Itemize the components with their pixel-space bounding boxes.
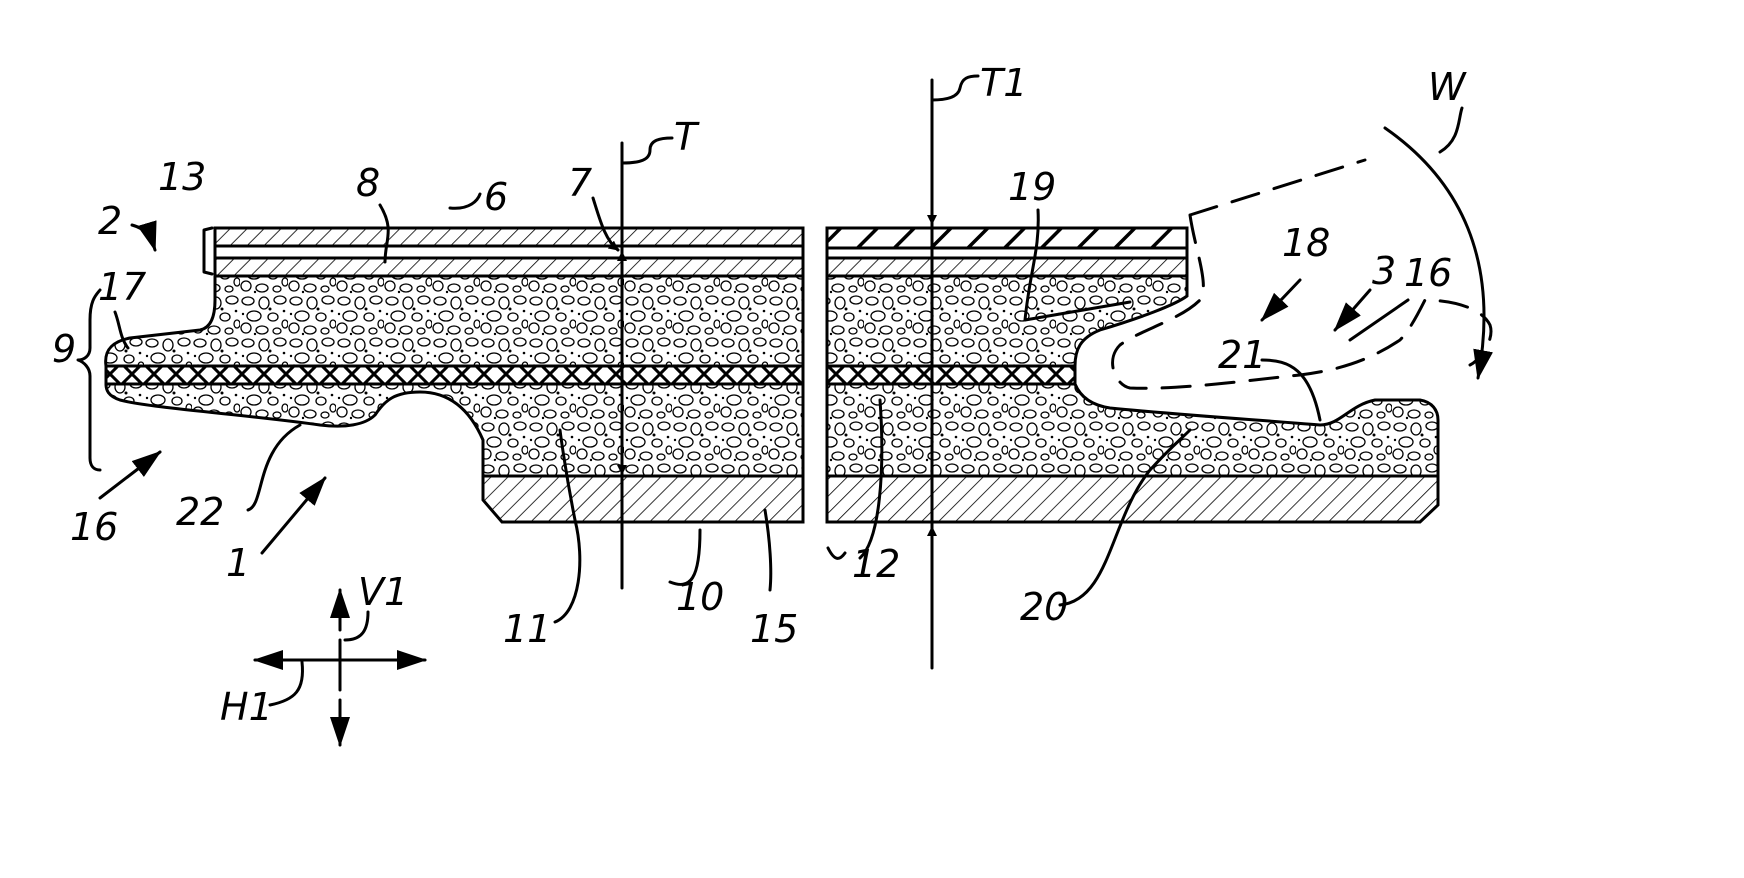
- layer-8-left: [215, 258, 803, 276]
- label-W: W: [1428, 65, 1467, 109]
- label-10: 10: [676, 575, 724, 619]
- label-8: 8: [356, 161, 380, 205]
- top-layer-bold-right: [827, 228, 1187, 248]
- core-lower-left: [106, 384, 803, 476]
- label-22: 22: [176, 490, 224, 534]
- label-7: 7: [568, 161, 592, 205]
- layer-8-right: [827, 258, 1187, 276]
- w-leader: [1440, 108, 1462, 152]
- label-15: 15: [750, 607, 798, 651]
- label-17: 17: [98, 265, 146, 309]
- backing-layer-10-left: [483, 476, 803, 522]
- label-16-left: 16: [70, 505, 118, 549]
- label-H1: H1: [220, 685, 273, 729]
- label-T1: T1: [980, 61, 1027, 105]
- core-upper-left: [106, 276, 803, 366]
- label-21: 21: [1218, 333, 1266, 377]
- label-6: 6: [484, 175, 508, 219]
- label-12: 12: [852, 542, 900, 586]
- top-layer-6-left: [215, 228, 803, 246]
- label-T: T: [674, 115, 700, 159]
- label-11: 11: [503, 607, 551, 651]
- right-panel: [827, 160, 1491, 522]
- label-18: 18: [1282, 221, 1330, 265]
- label-20: 20: [1020, 585, 1068, 629]
- mesh-layer-right: [827, 366, 1075, 384]
- mesh-layer-left: [106, 366, 803, 384]
- layer-7-left: [215, 246, 803, 258]
- label-9: 9: [52, 327, 76, 371]
- label-V1: V1: [358, 570, 408, 614]
- label-1: 1: [226, 541, 250, 585]
- label-19: 19: [1008, 165, 1056, 209]
- label-3: 3: [1372, 249, 1396, 293]
- groove-lip-right: [827, 384, 1438, 476]
- label-2: 2: [98, 199, 122, 243]
- label-16-right: 16: [1404, 251, 1452, 295]
- label-13: 13: [158, 155, 206, 199]
- core-upper-right: [827, 276, 1187, 366]
